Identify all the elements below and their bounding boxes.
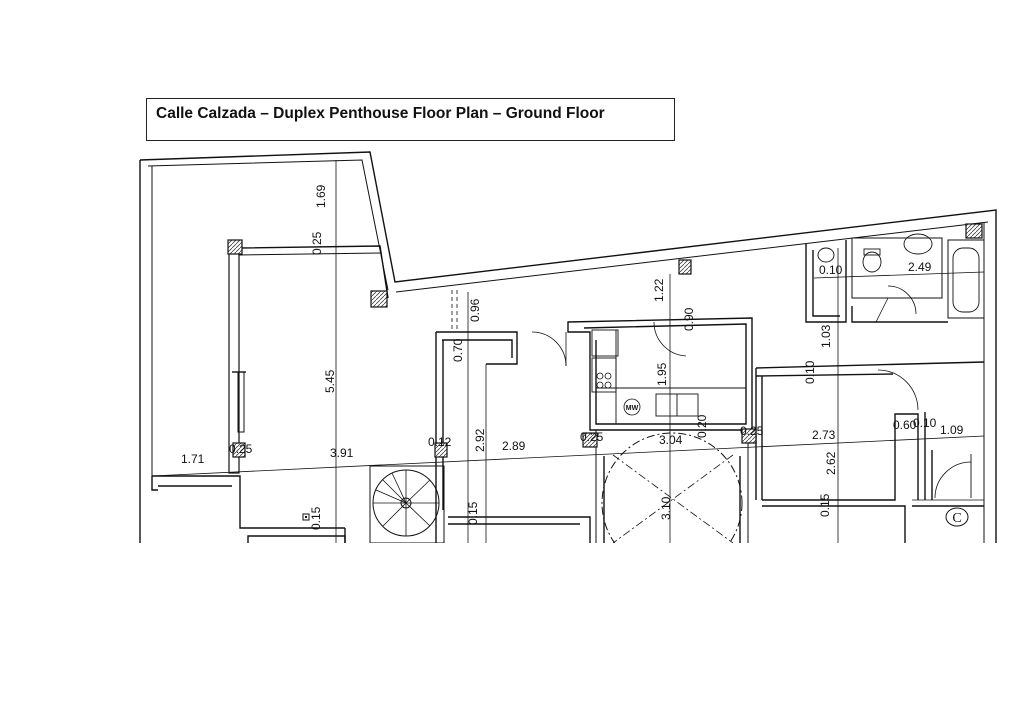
plan-title-box: Calle Calzada – Duplex Penthouse Floor P… [146, 98, 675, 141]
column-8 [741, 428, 757, 444]
dim-010-r: 0.10 [913, 416, 937, 430]
structural-columns [227, 223, 983, 458]
column-6 [434, 442, 448, 458]
marker-square-dot [305, 516, 307, 518]
dim-171: 1.71 [181, 452, 205, 466]
dim-012: 0.12 [428, 435, 452, 449]
dim-109: 1.09 [940, 423, 964, 437]
dim-304: 3.04 [659, 433, 683, 447]
dimension-labels: 1.69 0.25 0.96 1.22 0.90 2.49 0.10 1.03 … [181, 184, 964, 530]
terrace-outline [139, 151, 997, 543]
dim-010-mid: 0.10 [803, 360, 817, 384]
dim-025-mid: 0.25 [580, 430, 604, 444]
plan-title: Calle Calzada – Duplex Penthouse Floor P… [156, 105, 605, 122]
dim-195: 1.95 [655, 362, 669, 386]
dim-262: 2.62 [824, 451, 838, 475]
column-5 [232, 442, 246, 458]
spiral-stair-steps [373, 470, 439, 536]
column-4 [965, 223, 983, 239]
dim-249: 2.49 [908, 260, 932, 274]
dim-015-b: 0.15 [466, 501, 480, 525]
dim-096: 0.96 [468, 298, 482, 322]
dim-070: 0.70 [451, 338, 465, 362]
dimension-lines [151, 160, 985, 543]
dim-289: 2.89 [502, 439, 526, 453]
dim-025-right: 0.25 [740, 424, 764, 438]
column-1 [227, 239, 243, 255]
column-2 [370, 290, 388, 308]
dim-292: 2.92 [473, 428, 487, 452]
column-3 [678, 259, 692, 275]
dim-391: 3.91 [330, 446, 354, 460]
terrace-inner-outline [147, 159, 389, 291]
section-marker-c: C [945, 507, 969, 527]
dim-310: 3.10 [659, 496, 673, 520]
dim-010-top: 0.10 [819, 263, 843, 277]
dim-103: 1.03 [819, 324, 833, 348]
dim-025-top: 0.25 [310, 231, 324, 255]
svg-text:MW: MW [626, 405, 639, 412]
dim-169: 1.69 [314, 184, 328, 208]
dim-015-c: 0.15 [818, 493, 832, 517]
microwave-icon: MW [623, 398, 641, 416]
dim-545: 5.45 [323, 369, 337, 393]
dim-025-left: 0.25 [229, 442, 253, 456]
dim-122: 1.22 [652, 278, 666, 302]
dim-273: 2.73 [812, 428, 836, 442]
dim-090: 0.90 [682, 307, 696, 331]
dim-015-a: 0.15 [309, 506, 323, 530]
column-7 [582, 432, 598, 448]
dim-060: 0.60 [893, 418, 917, 432]
dim-020: 0.20 [695, 414, 709, 438]
svg-text:C: C [952, 511, 961, 526]
